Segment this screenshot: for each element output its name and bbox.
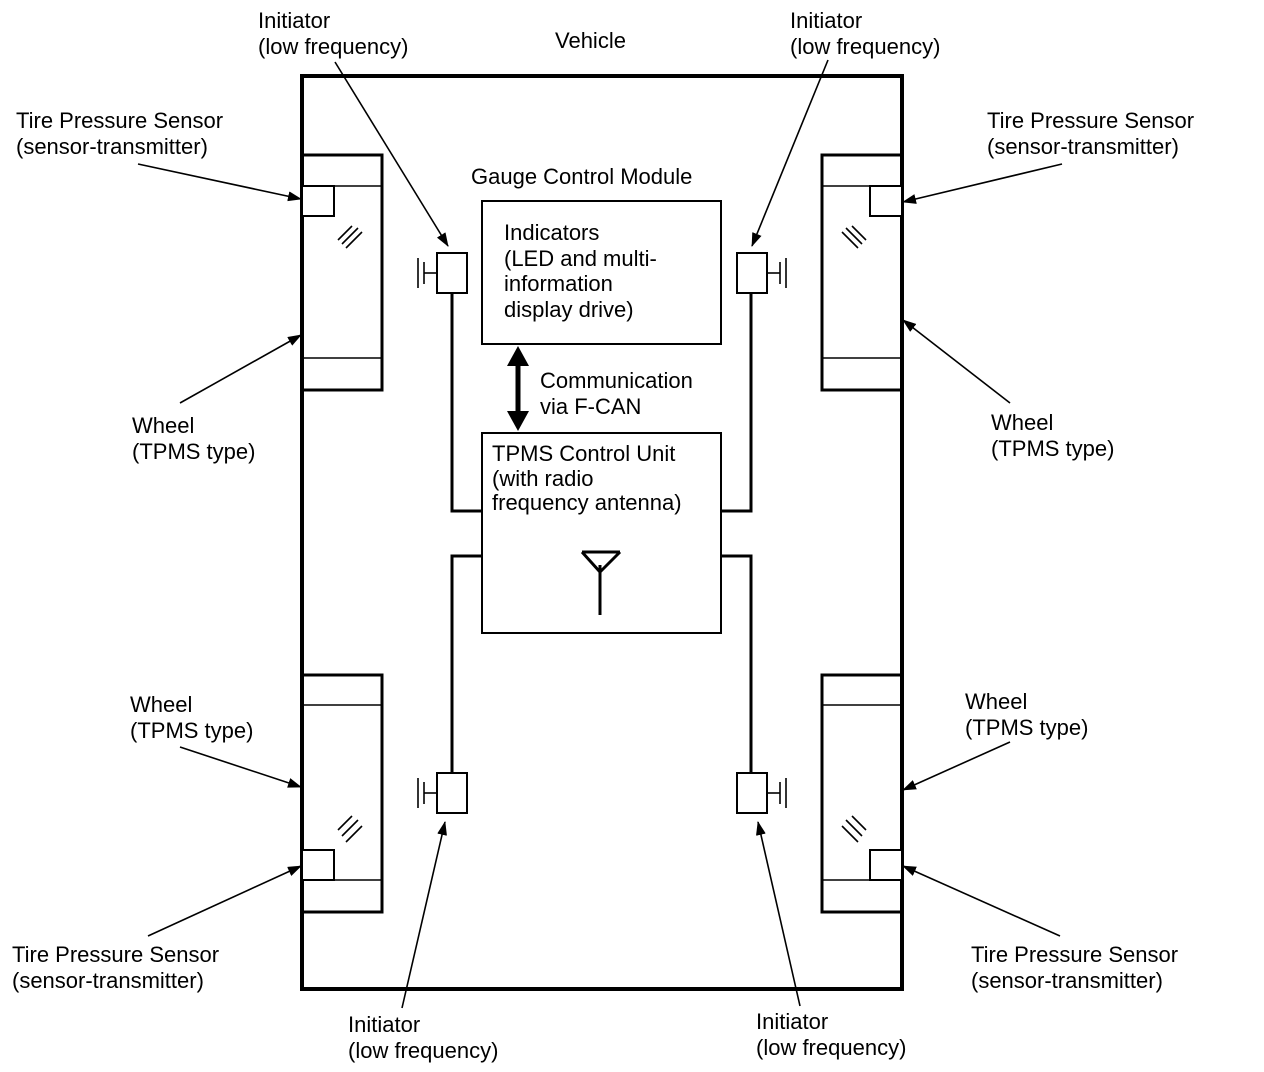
sensor-bottom-left-line-1: Tire Pressure Sensor — [12, 942, 219, 967]
coil-icon — [767, 258, 787, 288]
initiator-top-left-line-1: Initiator — [258, 8, 330, 33]
sensor-top-left-line-1: Tire Pressure Sensor — [16, 108, 223, 133]
sensor-bottom-right-line-1: Tire Pressure Sensor — [971, 942, 1178, 967]
tpms-unit-line-3: frequency antenna) — [492, 490, 682, 515]
wheel-top-right-line-2: (TPMS type) — [991, 436, 1114, 461]
communication-arrow — [507, 346, 529, 431]
initiator-bottom-left-line-2: (low frequency) — [348, 1038, 498, 1063]
wheel-bottom-left-line-2: (TPMS type) — [130, 718, 253, 743]
wheel-bottom-right-line-1: Wheel — [965, 689, 1027, 714]
wheel-top-right — [820, 153, 904, 392]
initiator-bottom-right-line-2: (low frequency) — [756, 1035, 906, 1060]
coil-icon — [417, 258, 437, 288]
coil-icon — [417, 778, 437, 808]
gauge-module-title: Gauge Control Module — [471, 164, 692, 189]
wheel-bottom-right — [820, 673, 904, 914]
communication-line-2: via F-CAN — [540, 394, 641, 419]
sensor-top-right-line-2: (sensor-transmitter) — [987, 134, 1179, 159]
initiator-bottom-right — [736, 772, 787, 814]
initiator-bottom-left — [417, 772, 468, 814]
wheel-bottom-left-line-1: Wheel — [130, 692, 192, 717]
wire-bottom-right — [721, 554, 753, 773]
wheel-bottom-right-line-2: (TPMS type) — [965, 715, 1088, 740]
gauge-control-module-box — [481, 200, 722, 345]
wheel-top-left-line-1: Wheel — [132, 413, 194, 438]
communication-line-1: Communication — [540, 368, 693, 393]
tpms-unit-line-2: (with radio — [492, 466, 593, 491]
wire-top-right — [721, 293, 753, 513]
tpms-unit-line-1: TPMS Control Unit — [492, 441, 675, 466]
tire-pressure-sensor-bottom-right — [841, 815, 903, 881]
initiator-top-right — [736, 252, 787, 294]
wheel-bottom-left — [300, 673, 384, 914]
sensor-top-right-line-1: Tire Pressure Sensor — [987, 108, 1194, 133]
initiator-bottom-right-line-1: Initiator — [756, 1009, 828, 1034]
wheel-top-left — [300, 153, 384, 392]
tire-pressure-sensor-top-right — [841, 185, 903, 249]
gauge-module-line-3: information — [504, 271, 613, 296]
initiator-bottom-left-line-1: Initiator — [348, 1012, 420, 1037]
wheel-top-left-line-2: (TPMS type) — [132, 439, 255, 464]
vehicle-outline — [300, 74, 904, 991]
wheel-top-right-line-1: Wheel — [991, 410, 1053, 435]
wire-bottom-left — [450, 554, 482, 773]
callout-arrows — [137, 59, 1063, 1009]
sensor-top-left-line-2: (sensor-transmitter) — [16, 134, 208, 159]
initiator-top-right-line-2: (low frequency) — [790, 34, 940, 59]
sensor-bottom-right-line-2: (sensor-transmitter) — [971, 968, 1163, 993]
initiator-top-left — [417, 252, 468, 294]
gauge-module-line-2: (LED and multi- — [504, 246, 657, 271]
gauge-module-line-1: Indicators — [504, 220, 599, 245]
coil-icon — [767, 778, 787, 808]
sensor-bottom-left-line-2: (sensor-transmitter) — [12, 968, 204, 993]
initiator-top-left-line-2: (low frequency) — [258, 34, 408, 59]
initiator-top-right-line-1: Initiator — [790, 8, 862, 33]
gauge-module-line-4: display drive) — [504, 297, 634, 322]
antenna-icon — [580, 550, 622, 615]
wire-top-left — [450, 293, 482, 513]
vehicle-label: Vehicle — [555, 28, 626, 53]
tire-pressure-sensor-top-left — [301, 185, 363, 249]
tire-pressure-sensor-bottom-left — [301, 815, 363, 881]
